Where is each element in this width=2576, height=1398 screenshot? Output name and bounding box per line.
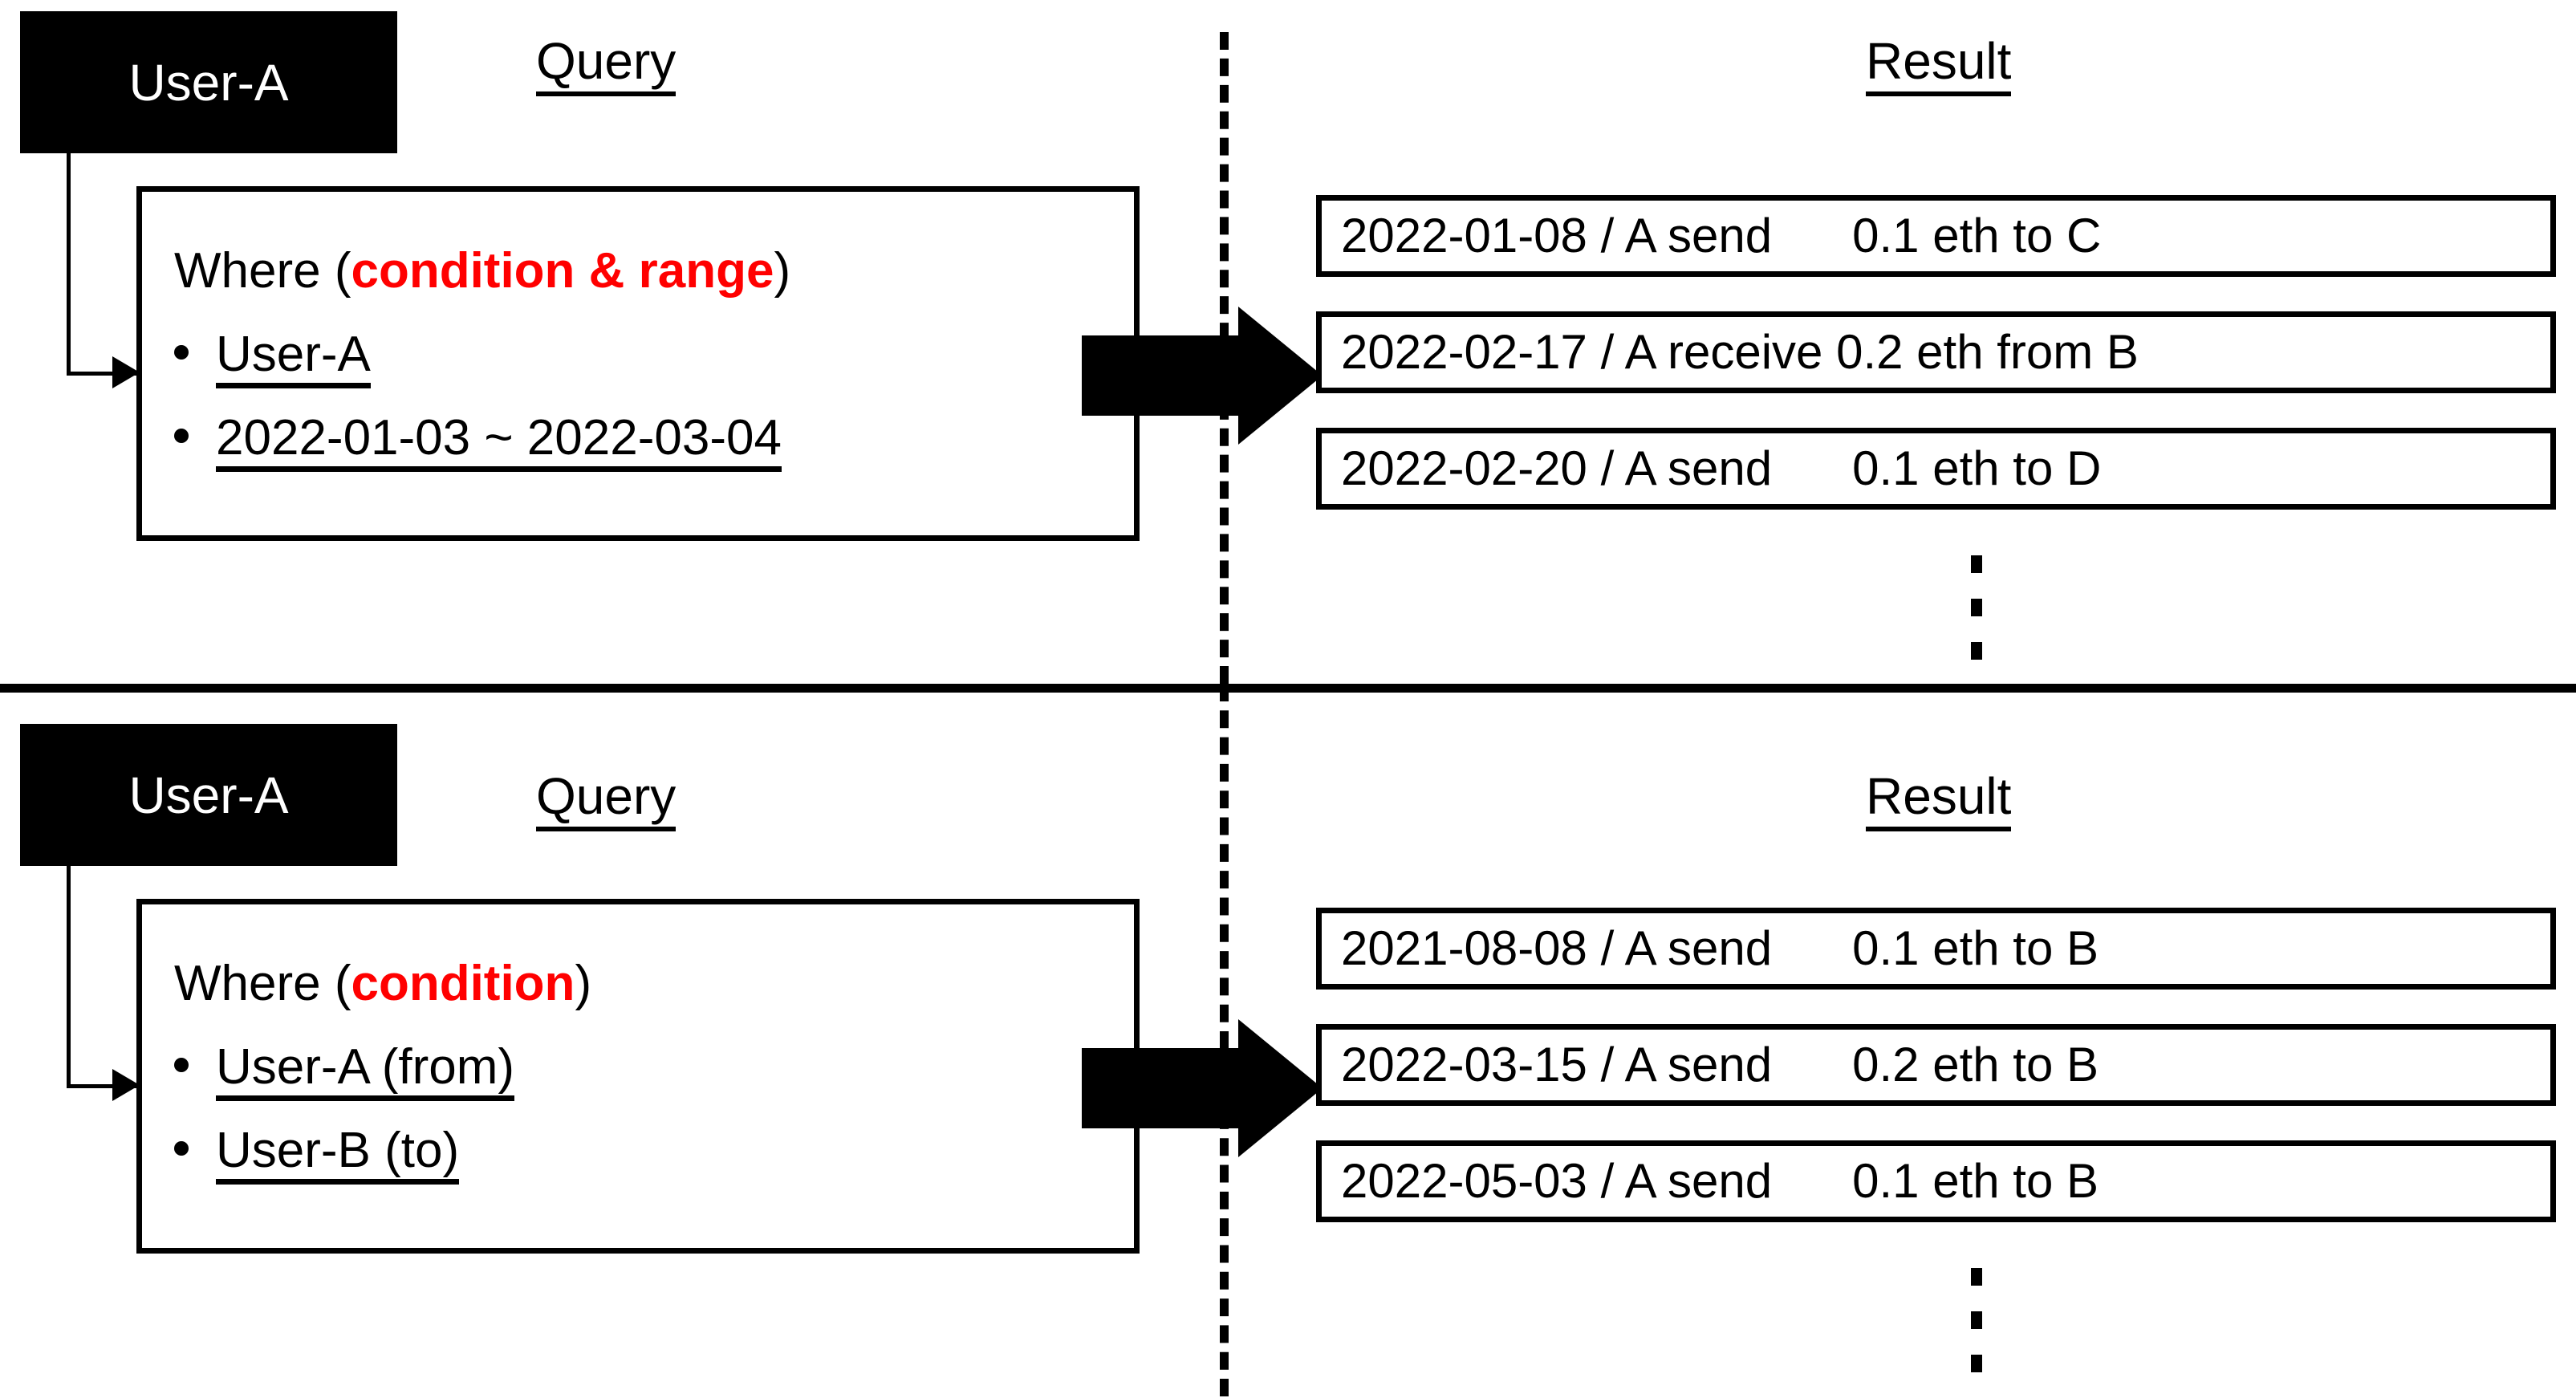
user-badge: User-A [20,724,397,866]
connector-arrowhead-icon [112,356,140,388]
result-row-text: 2022-02-17 / A receive 0.2 eth from B [1341,325,2139,379]
more-results-ellipsis-icon [1971,555,1982,685]
query-bullet: User-B (to) [174,1126,460,1185]
connector-vertical-segment [67,153,71,376]
connector-vertical-segment [67,866,71,1088]
bullet-dot-icon [174,1058,189,1072]
connector-horizontal-segment [67,1084,143,1088]
result-row-text: 2022-03-15 / A send 0.2 eth to B [1341,1038,2099,1091]
query-bullet: User-A (from) [174,1042,514,1101]
query-bullet-label: User-A [216,330,371,388]
result-row-text: 2022-01-08 / A send 0.1 eth to C [1341,209,2102,262]
connector-horizontal-segment [67,372,143,376]
query-bullet: 2022-01-03 ~ 2022-03-04 [174,413,782,472]
query-heading: Query [536,32,677,96]
query-bullet-label: User-A (from) [216,1042,514,1101]
where-suffix: ) [774,243,791,299]
flow-arrow-icon [1082,307,1323,445]
where-prefix: Where ( [174,243,351,299]
more-results-ellipsis-icon [1971,1268,1982,1398]
section-divider [0,684,2576,693]
section-query-condition-only: User-A Query Result Where (condition) Us… [0,684,2576,1398]
result-heading: Result [1866,32,2012,96]
where-prefix: Where ( [174,956,351,1011]
where-suffix: ) [575,956,592,1011]
connector-arrowhead-icon [112,1069,140,1101]
result-row-text: 2022-05-03 / A send 0.1 eth to B [1341,1154,2099,1208]
query-bullet-label: 2022-01-03 ~ 2022-03-04 [216,413,782,472]
where-highlight: condition [351,956,575,1011]
result-heading: Result [1866,767,2012,831]
where-highlight: condition & range [351,243,774,299]
result-row-text: 2021-08-08 / A send 0.1 eth to B [1341,921,2099,975]
bullet-dot-icon [174,1141,189,1156]
bullet-dot-icon [174,345,189,360]
query-bullet: User-A [174,330,371,388]
result-row: 2022-05-03 / A send 0.1 eth to B [1316,1140,2556,1222]
flow-arrow-icon [1082,1019,1323,1157]
result-row: 2022-02-20 / A send 0.1 eth to D [1316,428,2556,510]
result-row: 2021-08-08 / A send 0.1 eth to B [1316,908,2556,990]
query-where-line: Where (condition & range) [174,246,790,296]
query-heading: Query [536,767,677,831]
query-where-line: Where (condition) [174,959,591,1009]
query-box: Where (condition & range) User-A 2022-01… [136,186,1140,541]
result-row: 2022-03-15 / A send 0.2 eth to B [1316,1024,2556,1106]
result-row-text: 2022-02-20 / A send 0.1 eth to D [1341,441,2102,495]
query-bullet-label: User-B (to) [216,1126,460,1185]
bullet-dot-icon [174,429,189,443]
section-query-with-range: User-A Query Result Where (condition & r… [0,0,2576,684]
query-box: Where (condition) User-A (from) User-B (… [136,899,1140,1254]
user-badge: User-A [20,11,397,153]
section-vertical-dashed-separator [1220,684,1229,1396]
result-row: 2022-02-17 / A receive 0.2 eth from B [1316,311,2556,393]
result-row: 2022-01-08 / A send 0.1 eth to C [1316,195,2556,277]
